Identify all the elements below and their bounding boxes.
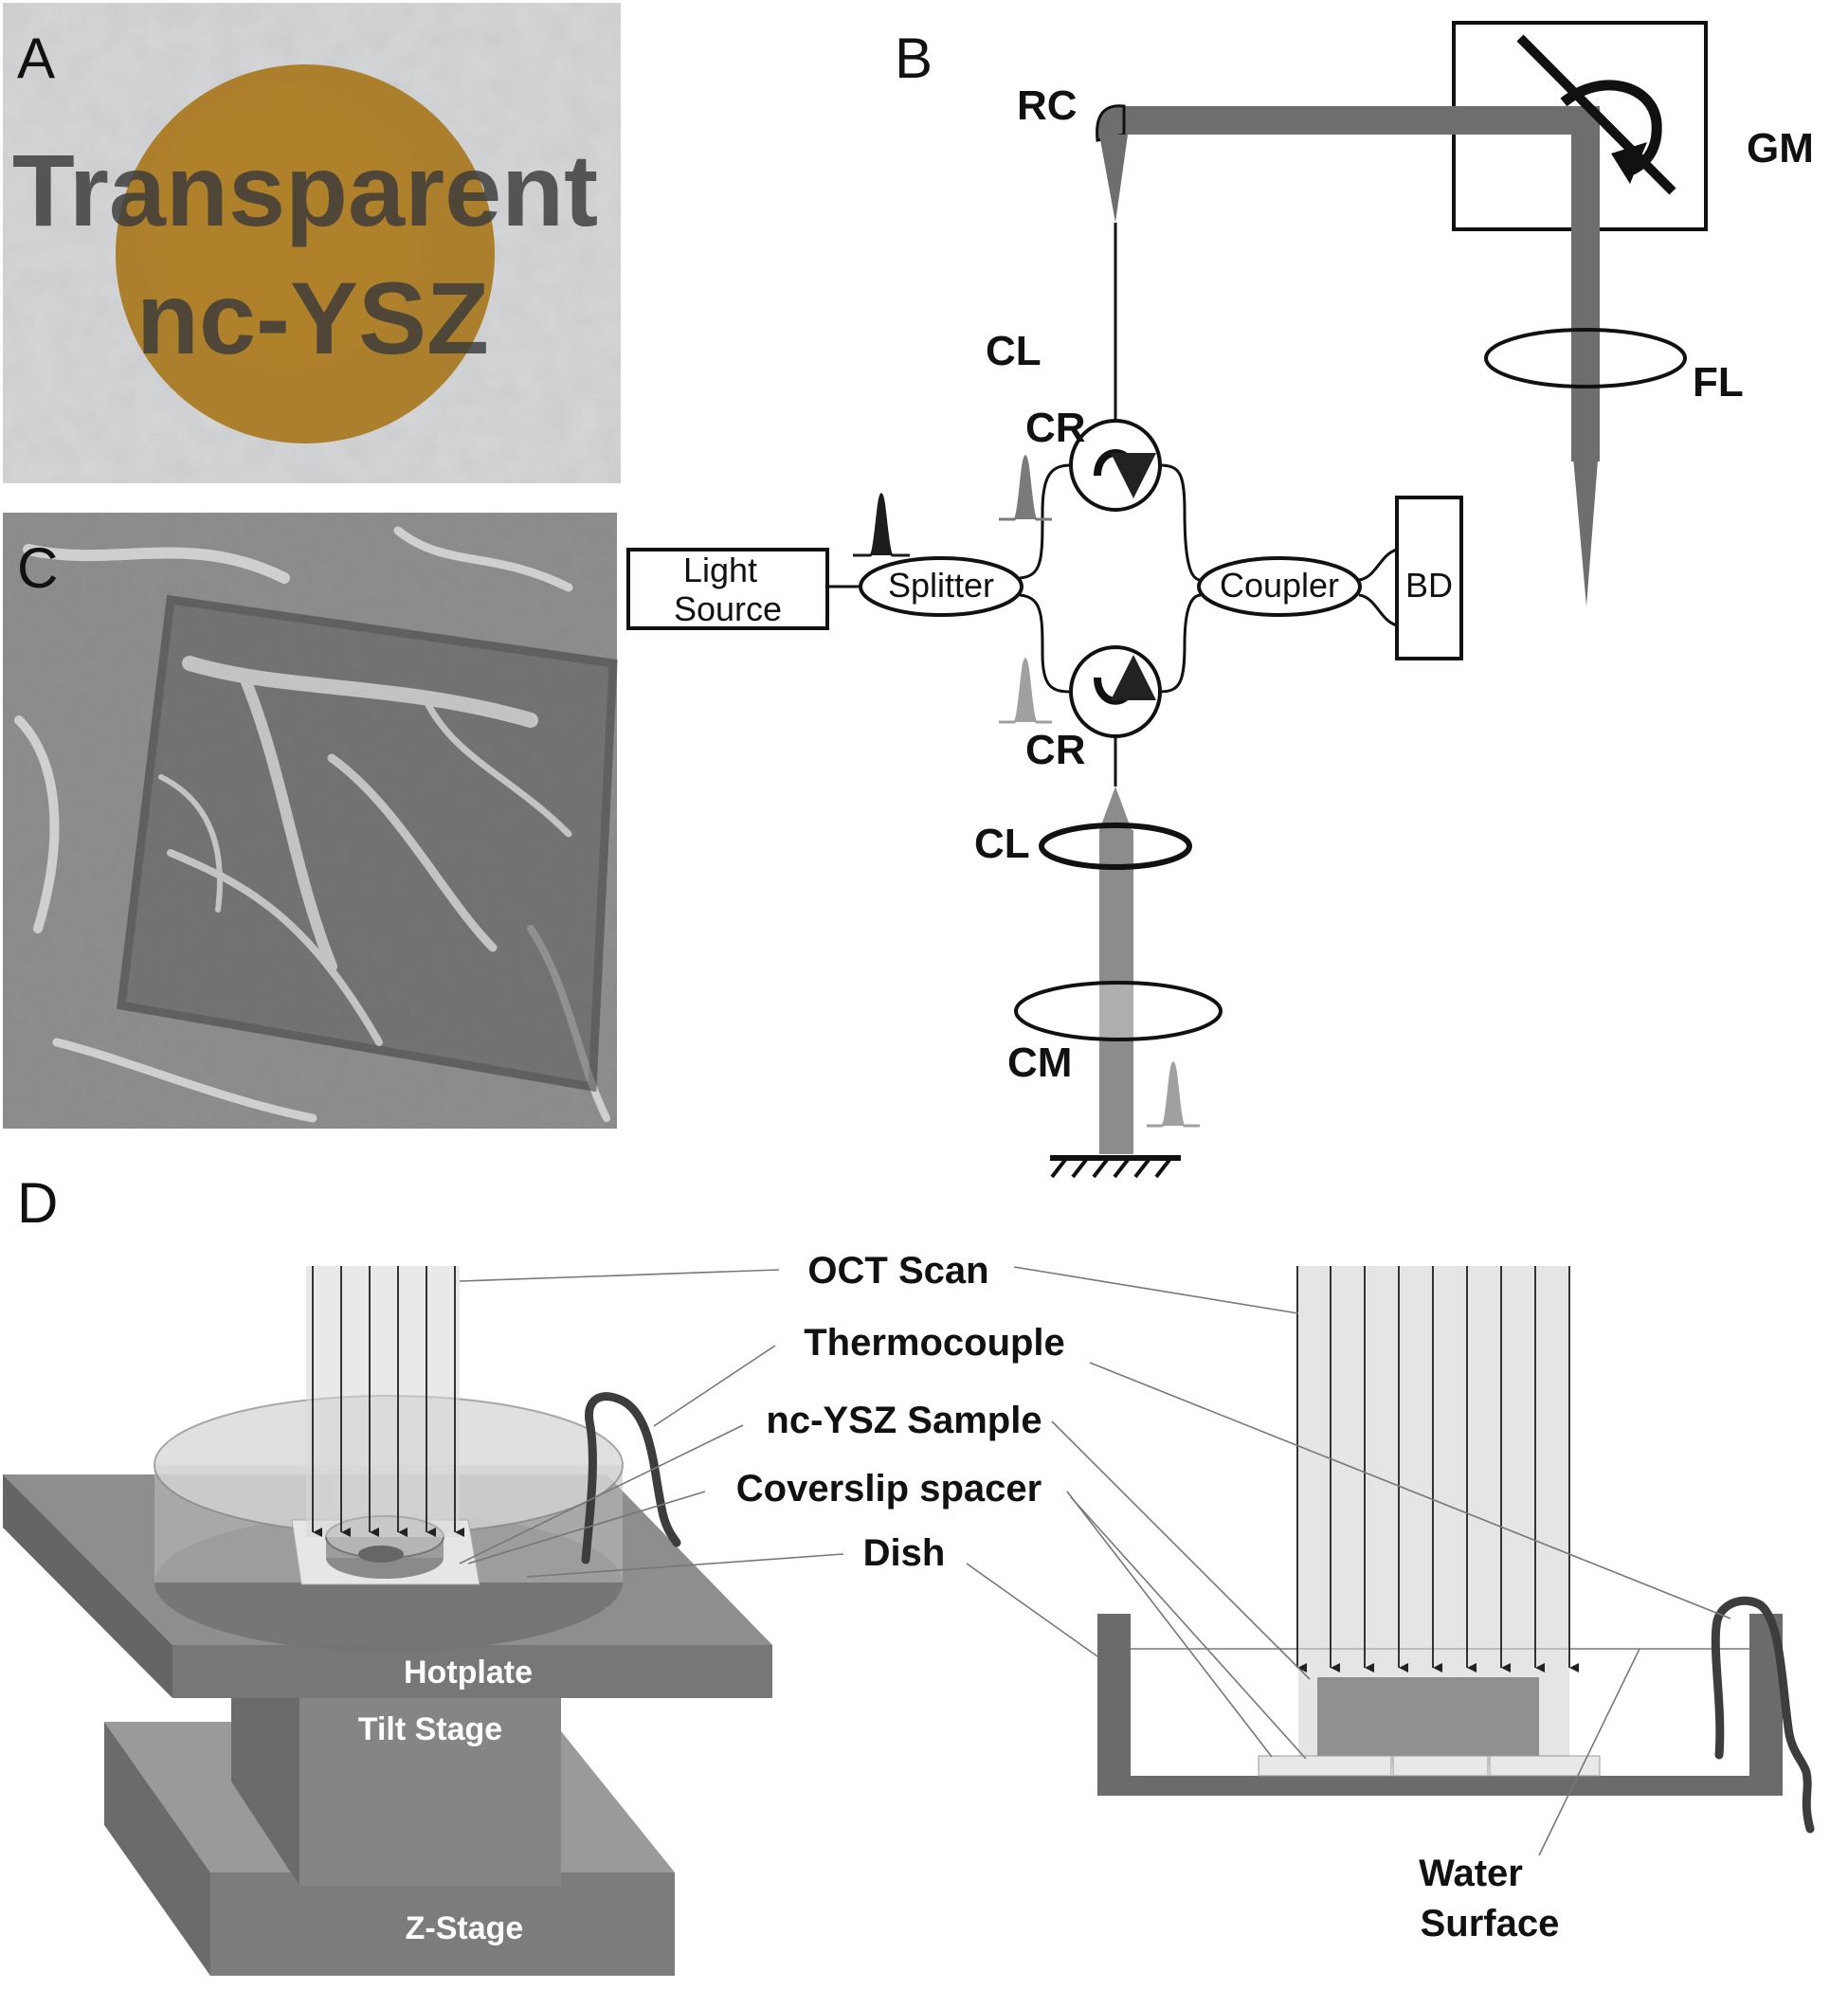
panel-c: C (3, 513, 618, 1129)
vessels-inside (158, 656, 572, 1046)
oct-rays-cross (1296, 1266, 1579, 1673)
bd-box (1395, 496, 1463, 660)
coverslip-cross-1 (1258, 1755, 1392, 1777)
fiber-splitter-cr-top (1019, 463, 1072, 580)
label-rc: RC (1017, 82, 1078, 129)
rotation-arrow-head (1611, 142, 1647, 184)
dish-cross-bottom (1097, 1776, 1783, 1796)
panel-label-c: C (17, 536, 58, 600)
fiber-cr-bottom-coupler (1159, 593, 1202, 694)
panel-b: B GM FL RC CL CR CR Light Source (626, 21, 1814, 1179)
pulse-bottom-icon (999, 657, 1052, 724)
reference-beam-cone (1099, 787, 1132, 830)
sample-beam-horizontal (1118, 106, 1577, 135)
panel-label-a: A (17, 27, 55, 90)
coupler (1197, 556, 1362, 617)
hotplate-front (172, 1645, 772, 1698)
rc-collimator (1096, 104, 1126, 142)
reference-mirror-hatch (1050, 1158, 1171, 1179)
label-bd: BD (1405, 566, 1453, 605)
label-surface: Surface (1421, 1903, 1560, 1944)
reference-lens (1014, 981, 1223, 1041)
panel-label-b: B (895, 27, 933, 90)
label-cr-top: CR (1025, 405, 1086, 451)
circulator-bottom (1069, 645, 1162, 738)
label-fl: FL (1693, 359, 1744, 406)
fiber-cr-top-coupler (1159, 463, 1202, 582)
oct-rays-3d (312, 1266, 464, 1537)
leader-lines (459, 1266, 1731, 1856)
circulator-bottom-arrow-icon (1094, 655, 1156, 705)
label-cm: CM (1007, 1040, 1072, 1086)
label-transparent: Transparent (12, 133, 598, 247)
label-cr-bottom: CR (1025, 727, 1086, 773)
tilt-stage-front (299, 1696, 561, 1886)
coverslip-cross-2 (1392, 1755, 1489, 1777)
label-nc-ysz-sample: nc-YSZ Sample (766, 1400, 1042, 1441)
sample-beam-focus (1571, 436, 1600, 606)
label-z-stage: Z-Stage (406, 1910, 524, 1946)
panel-label-d: D (17, 1171, 58, 1235)
pulse-reference-icon (1147, 1060, 1200, 1128)
label-nc-ysz: nc-YSZ (136, 261, 489, 375)
label-thermocouple: Thermocouple (804, 1322, 1065, 1364)
pulse-top-icon (999, 454, 1052, 521)
dish-cross-wall-left (1097, 1614, 1131, 1796)
sample-3d-center (358, 1546, 404, 1563)
panel-a: Transparent nc-YSZ A (3, 3, 621, 483)
label-light: Light (683, 551, 757, 589)
label-oct-scan: OCT Scan (807, 1250, 988, 1292)
coverslip-window (117, 594, 618, 1093)
label-water: Water (1419, 1853, 1523, 1894)
fiber-coupler-bd-2 (1358, 593, 1398, 627)
coverslip-cross-3 (1489, 1755, 1601, 1777)
rc-beam-cone (1099, 135, 1128, 223)
z-stage-front (210, 1872, 675, 1976)
sample-beam-vertical (1571, 106, 1600, 461)
label-dish: Dish (863, 1532, 946, 1574)
label-tilt-stage: Tilt Stage (358, 1711, 502, 1747)
label-gm: GM (1747, 125, 1814, 172)
label-coupler: Coupler (1220, 566, 1339, 605)
galvo-mirror (1516, 34, 1676, 195)
thermocouple-cross (1711, 1596, 1815, 1834)
label-coverslip-spacer: Coverslip spacer (736, 1468, 1042, 1510)
label-source: Source (674, 589, 782, 628)
pulse-source-icon (853, 492, 910, 557)
label-cl-top: CL (986, 328, 1042, 374)
focus-lens (1484, 328, 1687, 389)
label-splitter: Splitter (888, 566, 994, 605)
light-source-box (626, 548, 829, 630)
thermocouple-3d (581, 1392, 681, 1564)
reference-beam (1099, 830, 1133, 1154)
fiber-splitter-cr-bottom (1019, 593, 1072, 694)
hotplate-side (3, 1474, 172, 1698)
circulator-top-arrow-icon (1094, 449, 1156, 498)
panel-d: D Z-Stage Tilt Stage Hotplate (3, 1171, 1815, 1976)
label-hotplate: Hotplate (404, 1654, 533, 1691)
oct-beam-3d (306, 1266, 460, 1537)
fiber-coupler-bd-1 (1358, 548, 1398, 582)
sample-cross (1317, 1677, 1539, 1756)
label-cl-bottom: CL (974, 821, 1030, 867)
rotation-arrow-icon (1560, 80, 1662, 178)
amber-disc-highlight (142, 85, 426, 370)
reference-collimating-lens (1039, 823, 1192, 870)
z-stage-side (104, 1722, 210, 1976)
splitter (859, 556, 1024, 617)
tilt-stage-side (231, 1696, 299, 1886)
